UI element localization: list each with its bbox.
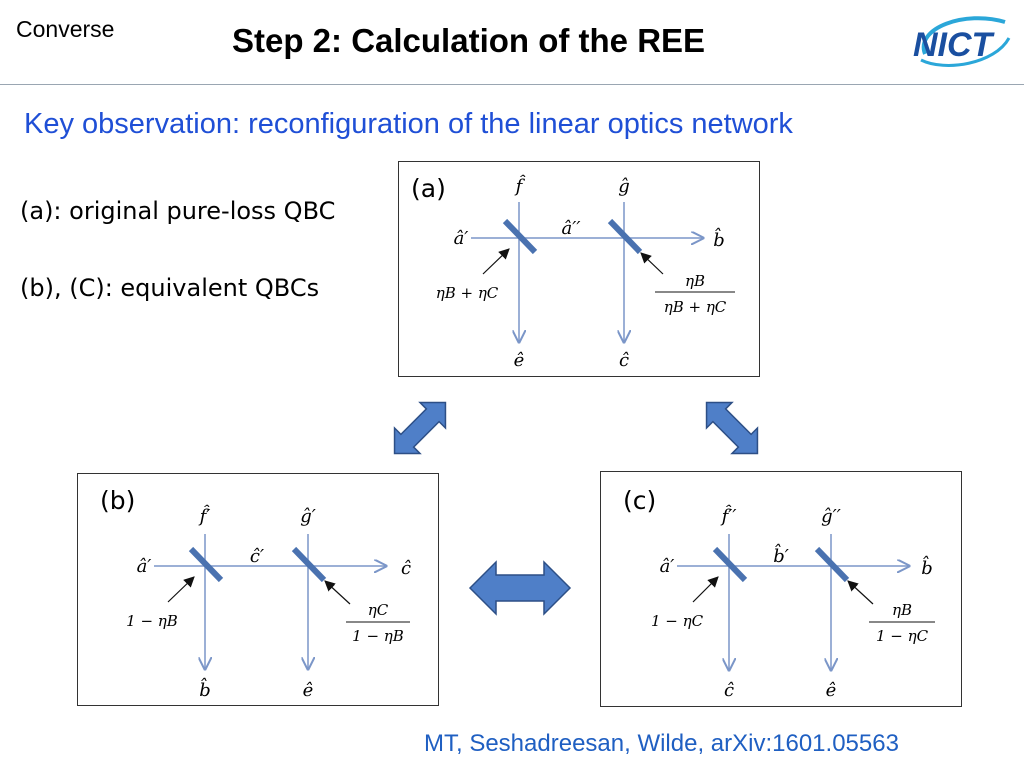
diagram-panel-a: f̂ ĝ â′ â′′ b̂ ê ĉ ηB + ηC ηB ηB + ηC (a… (398, 161, 760, 377)
label-middle: b̂′ (773, 542, 789, 567)
coef-right-num: ηB (685, 272, 705, 290)
label-top-left: f̂′ (198, 504, 211, 527)
note-equivalent-qbcs: (b), (C): equivalent QBCs (20, 274, 320, 302)
double-arrow-horizontal-icon (468, 560, 572, 616)
panel-tag-a: (a) (411, 174, 446, 203)
nict-logo: NICT (913, 16, 1011, 67)
label-output: ĉ (401, 558, 411, 579)
diagram-panel-b: f̂′ ĝ′ â′ ĉ′ ĉ b̂ ê 1 − ηB ηC 1 − ηB (b) (77, 473, 439, 706)
label-bottom-left: ê (514, 350, 525, 371)
pointer-left (692, 576, 719, 603)
beam-splitter-left (712, 546, 748, 583)
label-input: â′ (660, 556, 675, 577)
label-top-left: f̂ (514, 174, 526, 197)
coef-left: 1 − ηB (126, 612, 178, 630)
label-input: â′ (137, 556, 152, 577)
pointer-right (324, 580, 351, 605)
coef-right-num: ηB (892, 601, 912, 619)
label-middle: ĉ′ (250, 546, 264, 567)
label-bottom-right: ĉ (619, 350, 629, 371)
citation: MT, Seshadreesan, Wilde, arXiv:1601.0556… (424, 730, 899, 757)
beam-splitter-left (502, 218, 538, 255)
note-original-qbc: (a): original pure-loss QBC (20, 197, 336, 225)
pointer-right (847, 580, 874, 605)
coef-right-den: 1 − ηC (876, 627, 929, 645)
pointer-right (640, 252, 664, 275)
label-output: b̂ (713, 226, 725, 251)
panel-tag-c: (c) (623, 486, 657, 515)
beam-splitter-right (814, 546, 850, 583)
optics-network-b: f̂′ ĝ′ â′ ĉ′ ĉ b̂ ê 1 − ηB ηC 1 − ηB (126, 504, 411, 701)
double-arrow-right-icon (705, 401, 759, 455)
label-bottom-left: b̂ (199, 676, 211, 701)
coef-left: ηB + ηC (436, 284, 499, 302)
label-top-right: ĝ (618, 176, 630, 197)
label-bottom-left: ĉ (724, 680, 734, 701)
beam-splitter-left (188, 546, 224, 583)
diagram-panel-c: f̂′′ ĝ′′ â′ b̂′ b̂ ĉ ê 1 − ηC ηB 1 − ηC … (600, 471, 962, 707)
pointer-left (167, 576, 195, 603)
corner-label: Converse (16, 16, 115, 42)
coef-right-den: ηB + ηC (664, 298, 727, 316)
optics-network-a: f̂ ĝ â′ â′′ b̂ ê ĉ ηB + ηC ηB ηB + ηC (436, 174, 735, 371)
key-observation-heading: Key observation: reconfiguration of the … (24, 108, 793, 140)
label-top-left: f̂′′ (720, 504, 737, 527)
page-title: Step 2: Calculation of the REE (232, 22, 706, 59)
coef-right-num: ηC (368, 601, 389, 619)
panel-tag-b: (b) (100, 486, 136, 515)
label-middle: â′′ (562, 218, 581, 239)
label-bottom-right: ê (303, 680, 314, 701)
coef-right-den: 1 − ηB (352, 627, 404, 645)
coef-left: 1 − ηC (651, 612, 704, 630)
label-top-right: ĝ′′ (821, 506, 841, 527)
double-arrow-left-icon (393, 401, 447, 455)
logo-text: NICT (913, 26, 996, 64)
optics-network-c: f̂′′ ĝ′′ â′ b̂′ b̂ ĉ ê 1 − ηC ηB 1 − ηC (651, 504, 935, 701)
label-input: â′ (454, 228, 469, 249)
beam-splitter-right (607, 218, 643, 255)
label-top-right: ĝ′ (300, 506, 316, 527)
pointer-left (482, 248, 510, 275)
label-output: b̂ (921, 554, 933, 579)
beam-splitter-right (291, 546, 327, 583)
label-bottom-right: ê (826, 680, 837, 701)
header-divider (0, 84, 1024, 85)
